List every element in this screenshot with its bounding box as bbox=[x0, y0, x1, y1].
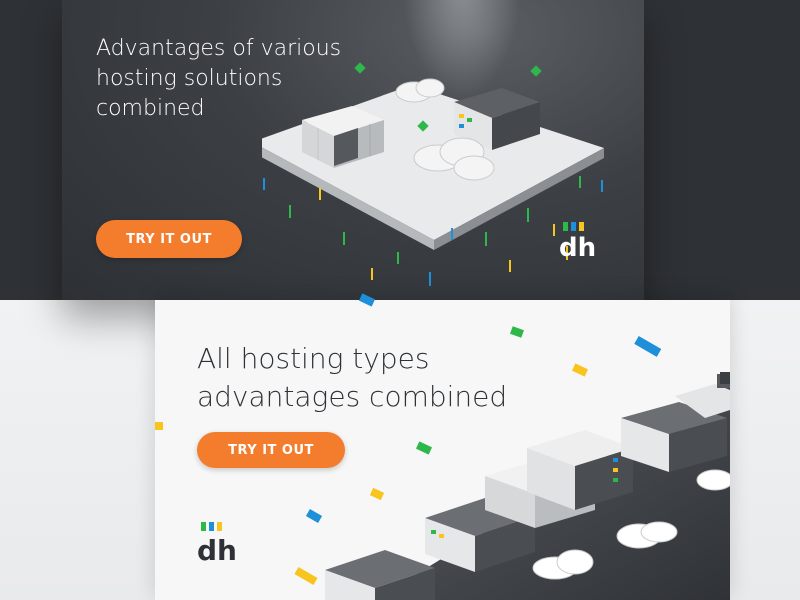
dh-logo: dh bbox=[559, 222, 596, 262]
isometric-server-row-illustration bbox=[155, 326, 730, 600]
banner-light: All hosting types advantages combined TR… bbox=[155, 300, 730, 600]
dh-logo: dh bbox=[197, 522, 237, 566]
banner-dark-headline: Advantages of various hosting solutions … bbox=[96, 36, 342, 121]
isometric-hosting-illustration bbox=[262, 62, 604, 286]
logo-text: dh bbox=[559, 233, 596, 262]
logo-text: dh bbox=[197, 534, 237, 566]
try-it-out-button[interactable]: TRY IT OUT bbox=[96, 220, 242, 258]
banner-light-headline: All hosting types advantages combined bbox=[197, 342, 508, 413]
try-it-out-button[interactable]: TRY IT OUT bbox=[197, 432, 345, 468]
banner-dark: Advantages of various hosting solutions … bbox=[62, 0, 644, 300]
